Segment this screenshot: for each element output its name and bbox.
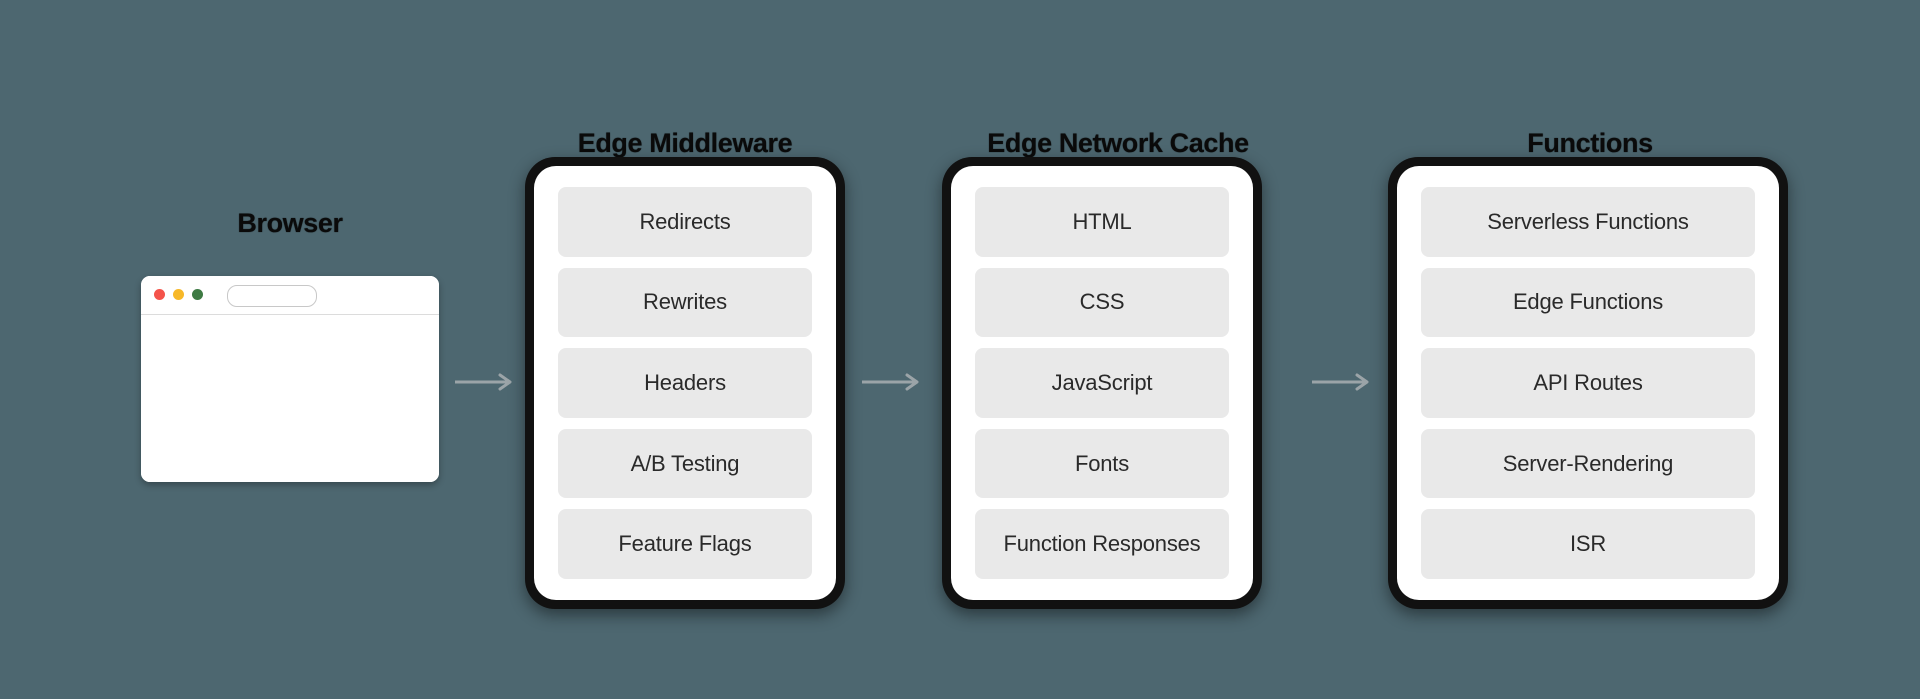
browser-url-input[interactable] [227,285,317,307]
traffic-light-group [154,289,203,300]
arrow-right-icon [455,373,515,391]
list-item[interactable]: Headers [558,348,812,418]
list-item[interactable]: API Routes [1421,348,1755,418]
cache-heading: Edge Network Cache [987,128,1249,158]
list-item[interactable]: Rewrites [558,267,812,338]
browser-chrome-bar [141,276,439,315]
list-item[interactable]: HTML [975,187,1229,257]
arrow-right-icon [862,373,922,391]
arrow-right-icon [1312,373,1372,391]
maximize-dot-icon[interactable] [192,289,203,300]
functions-heading: Functions [1527,128,1653,158]
list-item[interactable]: Feature Flags [558,509,812,579]
list-item[interactable]: Edge Functions [1421,267,1755,338]
list-item[interactable]: A/B Testing [558,428,812,499]
list-item[interactable]: JavaScript [975,348,1229,418]
panel-functions: Serverless Functions Edge Functions API … [1388,157,1788,609]
panel-edge-network-cache-body: HTML CSS JavaScript Fonts Function Respo… [951,166,1253,600]
panel-edge-middleware: Redirects Rewrites Headers A/B Testing F… [525,157,845,609]
list-item[interactable]: Serverless Functions [1421,187,1755,257]
list-item[interactable]: Redirects [558,187,812,257]
list-item[interactable]: ISR [1421,509,1755,579]
list-item[interactable]: CSS [975,267,1229,338]
browser-heading: Browser [237,208,343,238]
panel-edge-network-cache: HTML CSS JavaScript Fonts Function Respo… [942,157,1262,609]
middleware-heading: Edge Middleware [577,128,793,158]
list-item[interactable]: Function Responses [975,509,1229,579]
browser-window-mockup [141,276,439,482]
list-item[interactable]: Fonts [975,428,1229,499]
panel-functions-body: Serverless Functions Edge Functions API … [1397,166,1779,600]
browser-viewport [141,315,439,482]
panel-edge-middleware-body: Redirects Rewrites Headers A/B Testing F… [534,166,836,600]
minimize-dot-icon[interactable] [173,289,184,300]
close-dot-icon[interactable] [154,289,165,300]
list-item[interactable]: Server-Rendering [1421,428,1755,499]
